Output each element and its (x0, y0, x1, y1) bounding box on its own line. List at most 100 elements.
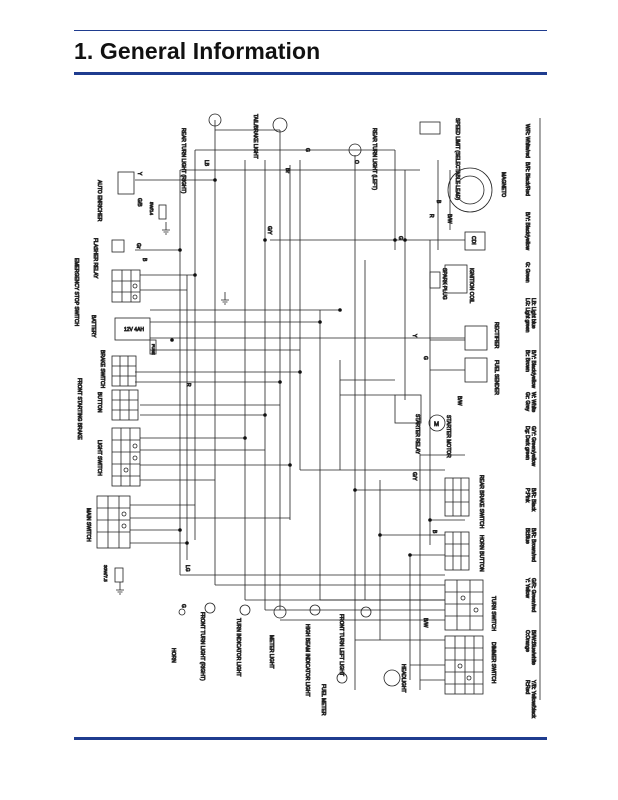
svg-text:EMERGENCY STOP SWITCH: EMERGENCY STOP SWITCH (73, 258, 79, 326)
svg-text:Y: Yellow: Y: Yellow (524, 578, 530, 598)
svg-text:FRONT TURN LEFT LIGHT: FRONT TURN LEFT LIGHT (338, 614, 344, 676)
svg-text:G/Y: G/Y (266, 226, 272, 235)
svg-text:LIGHT SWITCH: LIGHT SWITCH (96, 440, 102, 476)
front-starting-brake-button: FRONT STARTING BRAKE BUTTON (76, 378, 139, 441)
svg-text:30W/7.5: 30W/7.5 (103, 565, 108, 582)
svg-text:FRONT TURN LIGHT (RIGHT): FRONT TURN LIGHT (RIGHT) (199, 612, 205, 681)
svg-text:FRONT STARTING BRAKE: FRONT STARTING BRAKE (76, 378, 82, 440)
page-title: 1. General Information (74, 38, 321, 64)
svg-text:G/Y: Green/yellow: G/Y: Green/yellow (530, 426, 536, 467)
starter-relay: STARTER RELAY (394, 394, 422, 455)
ground-symbols (116, 222, 229, 595)
svg-text:BUTTON: BUTTON (96, 392, 102, 413)
header-top-line (74, 30, 547, 31)
svg-text:IGNITION COIL: IGNITION COIL (468, 268, 474, 304)
turn-indicator-light: TURN INDICATOR LIGHT (235, 604, 251, 677)
spark-plug: SPARK PLUG (429, 268, 447, 300)
magneto: MAGNETO (447, 167, 506, 213)
svg-text:FUEL METER: FUEL METER (320, 684, 326, 716)
svg-text:HORN BUTTON: HORN BUTTON (478, 535, 484, 572)
meter-light: METER LIGHT (268, 605, 287, 669)
resistor-5w: 5W/14 (149, 202, 167, 220)
svg-text:BRAKE SWITCH: BRAKE SWITCH (99, 350, 105, 388)
svg-text:HIGH BEAM INDICATOR LIGHT: HIGH BEAM INDICATOR LIGHT (304, 624, 310, 697)
svg-text:Br: Br (284, 168, 290, 173)
svg-text:O: O (353, 160, 359, 164)
svg-text:R: R (185, 383, 191, 387)
svg-text:HORN: HORN (170, 648, 176, 663)
front-turn-left-light: FRONT TURN LEFT LIGHT (338, 606, 372, 676)
turn-switch: TURN SWITCH (444, 579, 496, 632)
svg-text:LB: Light blue: LB: Light blue (530, 298, 536, 329)
svg-text:Y/B: Yellow/black: Y/B: Yellow/black (530, 680, 536, 719)
svg-text:B: B (435, 200, 441, 204)
svg-text:Y: Y (136, 172, 142, 176)
junction-dots (170, 178, 432, 557)
brake-switch: BRAKE SWITCH (99, 350, 137, 389)
svg-text:G/R: Green/red: G/R: Green/red (530, 578, 536, 612)
svg-text:RECTIFIER: RECTIFIER (493, 322, 499, 349)
svg-text:TURN SWITCH: TURN SWITCH (490, 596, 496, 631)
svg-text:R: R (428, 214, 434, 218)
svg-text:B/Y: Black/yellow: B/Y: Black/yellow (524, 212, 530, 250)
emergency-stop-switch: EMERGENCY STOP SWITCH (73, 258, 141, 327)
svg-text:W: White: W: White (530, 392, 536, 412)
rear-brake-switch: REAR BRAKE SWITCH (444, 475, 484, 529)
svg-text:Dg: Dark green: Dg: Dark green (524, 426, 530, 460)
svg-text:STARTER RELAY: STARTER RELAY (414, 414, 420, 455)
svg-text:LG: Light green: LG: Light green (524, 298, 530, 333)
front-turn-light-right: FRONT TURN LIGHT (RIGHT) (199, 602, 216, 681)
svg-text:MAGNETO: MAGNETO (500, 172, 506, 197)
svg-text:SPEED LIMIT (SELECTABLE LEAD): SPEED LIMIT (SELECTABLE LEAD) (454, 118, 460, 200)
main-switch: MAIN SWITCH (85, 495, 131, 549)
fuel-meter: FUEL METER (320, 672, 348, 716)
header-rule (74, 72, 547, 75)
svg-text:REAR TURN LIGHT (RIGHT): REAR TURN LIGHT (RIGHT) (180, 128, 186, 194)
wire-runs (130, 129, 465, 681)
svg-text:LB: LB (203, 160, 209, 167)
svg-text:HEADLIGHT: HEADLIGHT (400, 664, 406, 693)
ignition-coil: IGNITION COIL (444, 264, 474, 304)
starter-motor: M STARTER MOTOR (428, 414, 451, 459)
flasher-relay: FLASHER RELAY (92, 238, 125, 280)
svg-text:B/W: B/W (422, 618, 428, 628)
rear-turn-light-right: REAR TURN LIGHT (RIGHT) (180, 113, 222, 194)
svg-text:G: G (397, 236, 403, 240)
svg-text:Y: Y (411, 334, 417, 338)
svg-text:G: Green: G: Green (524, 262, 530, 283)
rear-turn-light-left: REAR TURN LIGHT (LEFT) (348, 128, 377, 191)
resistor-30w75: 30W/7.5 (103, 565, 124, 583)
svg-text:AUTO ENRICHER: AUTO ENRICHER (96, 180, 102, 222)
svg-text:B/R: Black: B/R: Black (530, 488, 536, 512)
svg-text:Gr: Gr (135, 243, 141, 249)
svg-text:B/R: Brown/red: B/R: Brown/red (530, 528, 536, 562)
svg-text:G: G (304, 148, 310, 152)
svg-text:5W/14: 5W/14 (149, 202, 154, 216)
svg-text:STARTER MOTOR: STARTER MOTOR (445, 415, 451, 458)
horn: HORN (170, 608, 186, 664)
svg-text:B/R: Black/Red: B/R: Black/Red (524, 162, 530, 196)
svg-text:FUSE: FUSE (151, 344, 156, 355)
headlight: HEADLIGHT (383, 664, 406, 693)
svg-text:B/Y: Black/yellow: B/Y: Black/yellow (530, 350, 536, 388)
dimmer-switch: DIMMER SWITCH (444, 635, 496, 695)
light-switch: LIGHT SWITCH (96, 427, 141, 487)
svg-text:LG: LG (184, 565, 190, 572)
svg-text:TURN INDICATOR LIGHT: TURN INDICATOR LIGHT (235, 618, 241, 676)
svg-text:G: G (422, 356, 428, 360)
svg-text:Bl:Blue: Bl:Blue (524, 528, 530, 544)
svg-text:REAR TURN LIGHT (LEFT): REAR TURN LIGHT (LEFT) (371, 128, 377, 190)
svg-text:B/W: B/W (446, 214, 452, 224)
svg-text:G: G (180, 604, 186, 608)
svg-text:O:Orange: O:Orange (524, 630, 530, 652)
svg-text:R:Red: R:Red (524, 680, 530, 694)
rectifier: RECTIFIER (464, 322, 499, 351)
footer-rule (74, 737, 547, 740)
wire-bundle (179, 120, 451, 690)
svg-text:MAIN SWITCH: MAIN SWITCH (85, 508, 91, 542)
cdi: CDI (464, 231, 486, 251)
battery: 12V 4AH BATTERY (90, 315, 151, 341)
speed-limit-lead: SPEED LIMIT (SELECTABLE LEAD) (419, 118, 460, 201)
svg-text:SPARK PLUG: SPARK PLUG (441, 268, 447, 300)
